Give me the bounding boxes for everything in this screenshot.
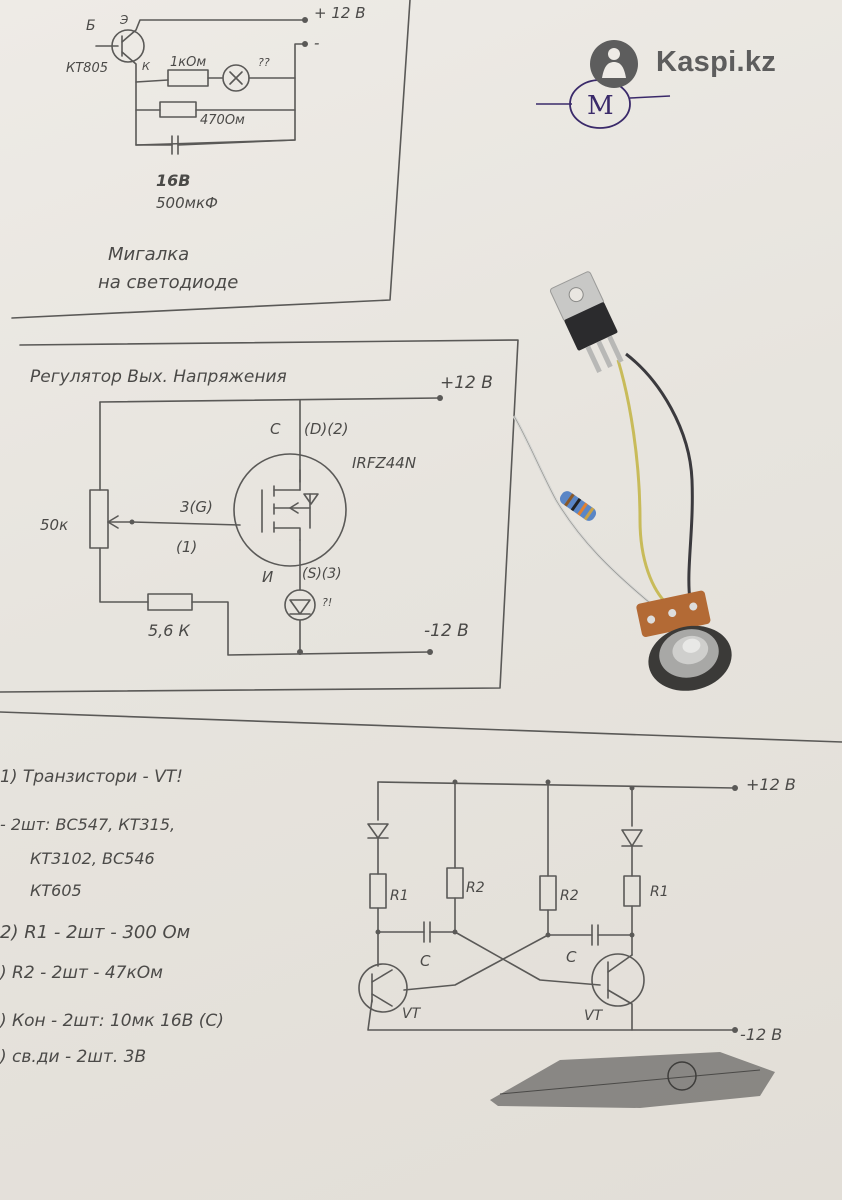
multivibrator-supply-plus: +12 В	[746, 775, 796, 794]
flasher-label-b: Б	[86, 18, 96, 34]
flasher-r2: 470Ом	[200, 113, 245, 128]
regulator-schematic: Регулятор Вых. Напряжения +12 В -12 В С …	[30, 367, 493, 656]
regulator-led-mark: ?!	[322, 596, 332, 609]
flasher-cap-voltage: 16В	[156, 171, 190, 190]
regulator-gate-pin2: (1)	[176, 538, 197, 556]
regulator-title: Регулятор Вых. Напряжения	[30, 367, 287, 387]
multivibrator-r1-right: R1	[650, 884, 669, 900]
regulator-source-pin: (S)(3)	[302, 566, 342, 582]
regulator-source-label: И	[262, 568, 273, 586]
regulator-drain-label: С	[270, 420, 281, 438]
kaspi-brand-text: Kaspi.kz	[656, 46, 777, 78]
multivibrator-r1-left: R1	[390, 888, 409, 904]
multivibrator-cap-left: C	[420, 952, 431, 970]
parts-line-2: - 2шт: BC547, КТ315,	[0, 815, 175, 834]
flasher-supply-minus: -	[314, 34, 319, 52]
parts-line-7: ) Кон - 2шт: 10мк 16В (С)	[0, 1011, 224, 1031]
parts-list: 1) Транзистори - VT! - 2шт: BC547, КТ315…	[0, 767, 224, 1067]
flasher-title-line1: Мигалка	[108, 244, 189, 265]
flasher-supply-plus: + 12 В	[314, 4, 365, 22]
components-photo	[512, 271, 732, 691]
multivibrator-cap-right: C	[566, 948, 577, 966]
parts-line-5: 2) R1 - 2шт - 300 Ом	[0, 922, 190, 943]
flasher-transistor: КТ805	[66, 61, 108, 76]
flasher-led-mark: ??	[258, 56, 270, 69]
multivibrator-schematic: +12 В -12 В R1 R2 R2 R1 C C VT VT	[358, 775, 796, 1044]
regulator-mosfet: IRFZ44N	[352, 454, 416, 472]
parts-line-6: ) R2 - 2шт - 47кОм	[0, 963, 163, 983]
flasher-label-k: К	[142, 60, 151, 73]
sheet-borders	[0, 0, 842, 743]
regulator-resistor: 5,6 К	[148, 621, 191, 640]
regulator-pot: 50к	[40, 516, 68, 534]
regulator-supply-minus: -12 В	[424, 621, 469, 641]
kaspi-logo-icon	[590, 40, 638, 88]
regulator-gate-pin: 3(G)	[180, 498, 213, 516]
parts-line-4: КТ605	[30, 881, 82, 900]
flasher-title-line2: на светодиоде	[98, 272, 238, 293]
flasher-label-e: Э	[119, 13, 129, 27]
multivibrator-supply-minus: -12 В	[740, 1025, 782, 1044]
regulator-drain-pin: (D)(2)	[304, 420, 349, 438]
multivibrator-r2-right: R2	[560, 888, 579, 904]
parts-line-3: КТ3102, BC546	[30, 849, 155, 868]
kaspi-watermark: Kaspi.kz	[588, 38, 818, 90]
regulator-supply-plus: +12 В	[440, 373, 493, 393]
multivibrator-vt-right: VT	[584, 1008, 604, 1024]
flasher-cap-value: 500мкФ	[156, 194, 218, 212]
multivibrator-r2-left: R2	[466, 880, 485, 896]
flasher-schematic: Б Э К КТ805 + 12 В - 1кОм ?? 470Ом 16В 5…	[66, 4, 365, 293]
multivibrator-vt-left: VT	[402, 1006, 422, 1022]
parts-line-8: ) св.ди - 2шт. 3В	[0, 1047, 146, 1067]
pencil-shading	[490, 1052, 775, 1108]
flasher-r1: 1кОм	[170, 55, 206, 70]
parts-line-1: 1) Транзистори - VT!	[0, 767, 183, 787]
stamp-letter: M	[587, 91, 614, 121]
